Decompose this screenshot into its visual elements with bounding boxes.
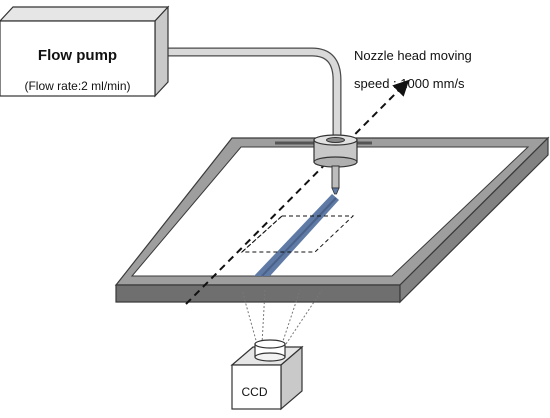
deposit-stripe-dark [261,197,337,277]
pump-front-face [0,20,156,97]
pump-top-face [0,6,170,22]
inspection-area [240,215,355,253]
deposited-line [254,194,339,277]
frame-side-face [399,136,549,304]
deposit-stripe [254,194,339,276]
dashed-arrow-icon [185,79,410,305]
substrate-frame [114,136,550,304]
ccd-label: CCD [241,385,268,399]
ccd-lens-icon [254,339,286,362]
pump-flow-rate: (Flow rate:2 ml/min) [24,79,131,93]
ccd-front-face [231,364,282,410]
camera-view-lines [241,289,323,345]
supply-pipe [155,47,342,140]
pump-side-face [154,5,169,98]
frame-front-face [115,284,401,303]
flow-pump-box [0,5,170,98]
nozzle-head [313,134,358,195]
frame-inner-glass [130,146,530,277]
ccd-camera [230,339,304,411]
nozzle-speed-label-line2: speed : 1000 mm/s [354,76,465,91]
pump-title: Flow pump [37,47,118,64]
nozzle-speed-label-line1: Nozzle head moving [354,48,472,63]
